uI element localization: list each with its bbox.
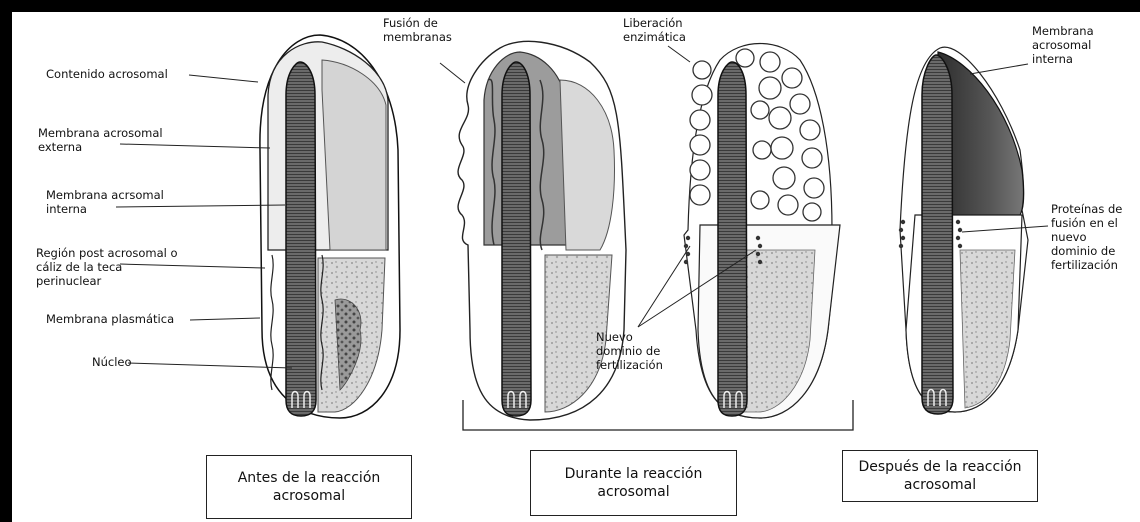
label-membrana-acrosomal-externa: Membrana acrosomal externa <box>38 126 163 154</box>
caption-after: Después de la reacción acrosomal <box>842 450 1038 502</box>
label-nuevo-dominio: Nuevo dominio de fertilización <box>596 330 663 372</box>
label-membrana-acrsomal-interna: Membrana acrsomal interna <box>46 188 164 216</box>
label-fusion-de-membranas: Fusión de membranas <box>383 16 452 44</box>
sperm-head-before <box>260 35 400 418</box>
caption-during: Durante la reacción acrosomal <box>530 450 737 516</box>
caption-before: Antes de la reacción acrosomal <box>206 455 412 519</box>
label-proteinas-de-fusion: Proteínas de fusión en el nuevo dominio … <box>1051 202 1122 272</box>
label-liberacion-enzimatica: Liberación enzimática <box>623 16 686 44</box>
label-contenido-acrosomal: Contenido acrosomal <box>46 67 168 81</box>
sperm-head-during-enzymes <box>684 44 840 419</box>
label-region-post-acrosomal: Región post acrosomal o cáliz de la teca… <box>36 246 178 288</box>
label-membrana-plasmatica: Membrana plasmática <box>46 312 174 326</box>
label-membrana-acrosomal-interna-right: Membrana acrosomal interna <box>1032 24 1094 66</box>
sperm-head-after <box>899 47 1028 414</box>
label-nucleo: Núcleo <box>92 355 132 369</box>
